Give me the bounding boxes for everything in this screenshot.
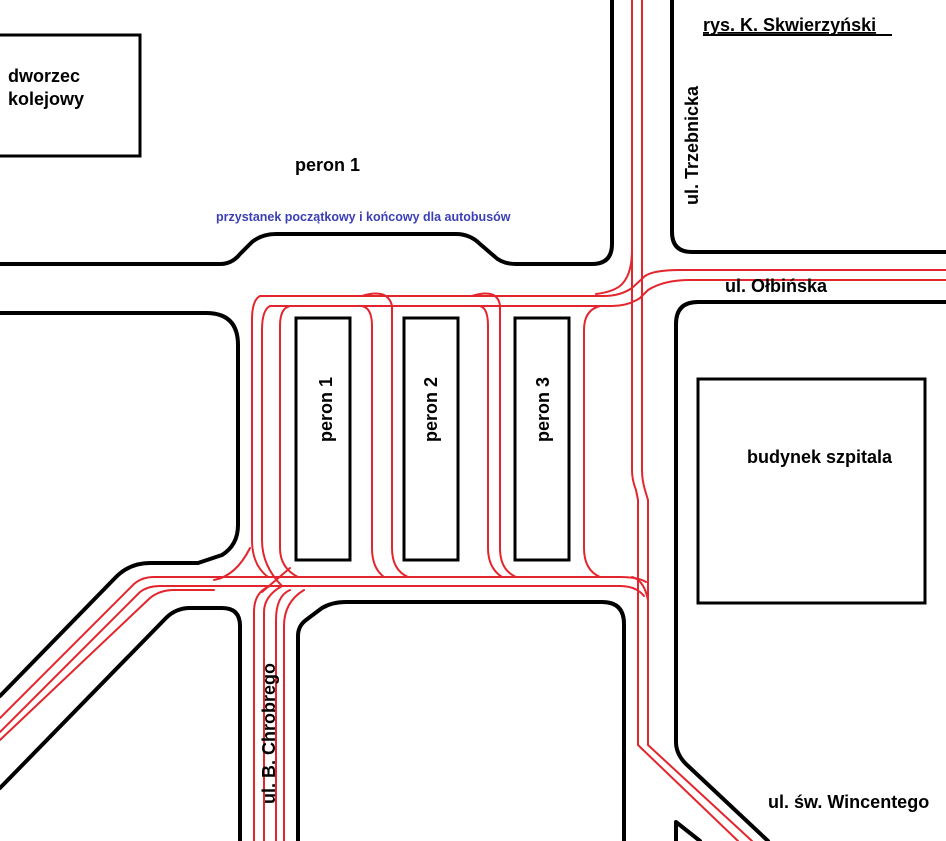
street-label-olbinska: ul. Ołbińska [725,276,828,296]
track-south-b [269,585,645,597]
platform-3-label: peron 3 [533,377,553,442]
track-loop-platform-2-right [479,305,503,578]
curb-west-block [0,311,240,698]
hospital-building [696,377,927,605]
curb-southwest-block [0,606,242,841]
track-trzebnicka-wincentego-b [641,0,753,841]
bus-stop-note: przystanek początkowy i końcowy dla auto… [216,210,511,224]
railway-station-building [0,33,142,158]
track-loop-platform-1-right [361,305,385,578]
track-loop-platform-3-right [583,305,601,578]
curb-south-center-block [296,600,626,841]
railway-station-label-line-1: dworzec [8,66,80,86]
platform-1-label: peron 1 [316,377,336,442]
track-chrobrego-c [275,589,291,841]
north-platform-label: peron 1 [295,155,360,175]
track-chrobrego-b [263,585,283,841]
curb-east-block [674,300,946,841]
track-southwest-a [0,576,271,719]
curb-southeast-corner [674,820,702,841]
track-southwest-c [0,589,215,741]
track-west-loop-inner [261,305,283,587]
author-credit: rys. K. Skwierzyński [703,15,876,35]
track-loop-platform-3-entry [471,292,517,578]
track-trzebnicka-wincentego-a [631,0,739,841]
track-chrobrego-crossing [261,567,291,593]
railway-station-label-line-2: kolejowy [8,89,84,109]
track-south-to-main [631,576,649,601]
hospital-label: budynek szpitala [747,447,893,467]
track-chrobrego-d [283,589,305,841]
track-southwest-b [0,585,271,733]
platform-1 [294,316,352,562]
track-south-a [269,576,647,583]
platform-2 [402,316,460,562]
track-west-loop-outer [251,295,269,578]
track-olbinska-a [259,269,946,297]
curb-northeast-block [670,0,946,254]
street-label-chrobrego: ul. B. Chrobrego [259,663,279,804]
platform-2-label: peron 2 [421,377,441,442]
track-olbinska-b [269,279,946,307]
street-label-wincentego: ul. św. Wincentego [768,792,929,812]
track-trzebnicka-to-loop [595,249,633,295]
curb-northwest-block [0,0,614,266]
track-southwest-curve [213,547,251,581]
platform-3 [513,316,571,562]
track-loop-platform-2-entry [361,292,409,578]
street-label-trzebnicka: ul. Trzebnicka [682,85,702,205]
